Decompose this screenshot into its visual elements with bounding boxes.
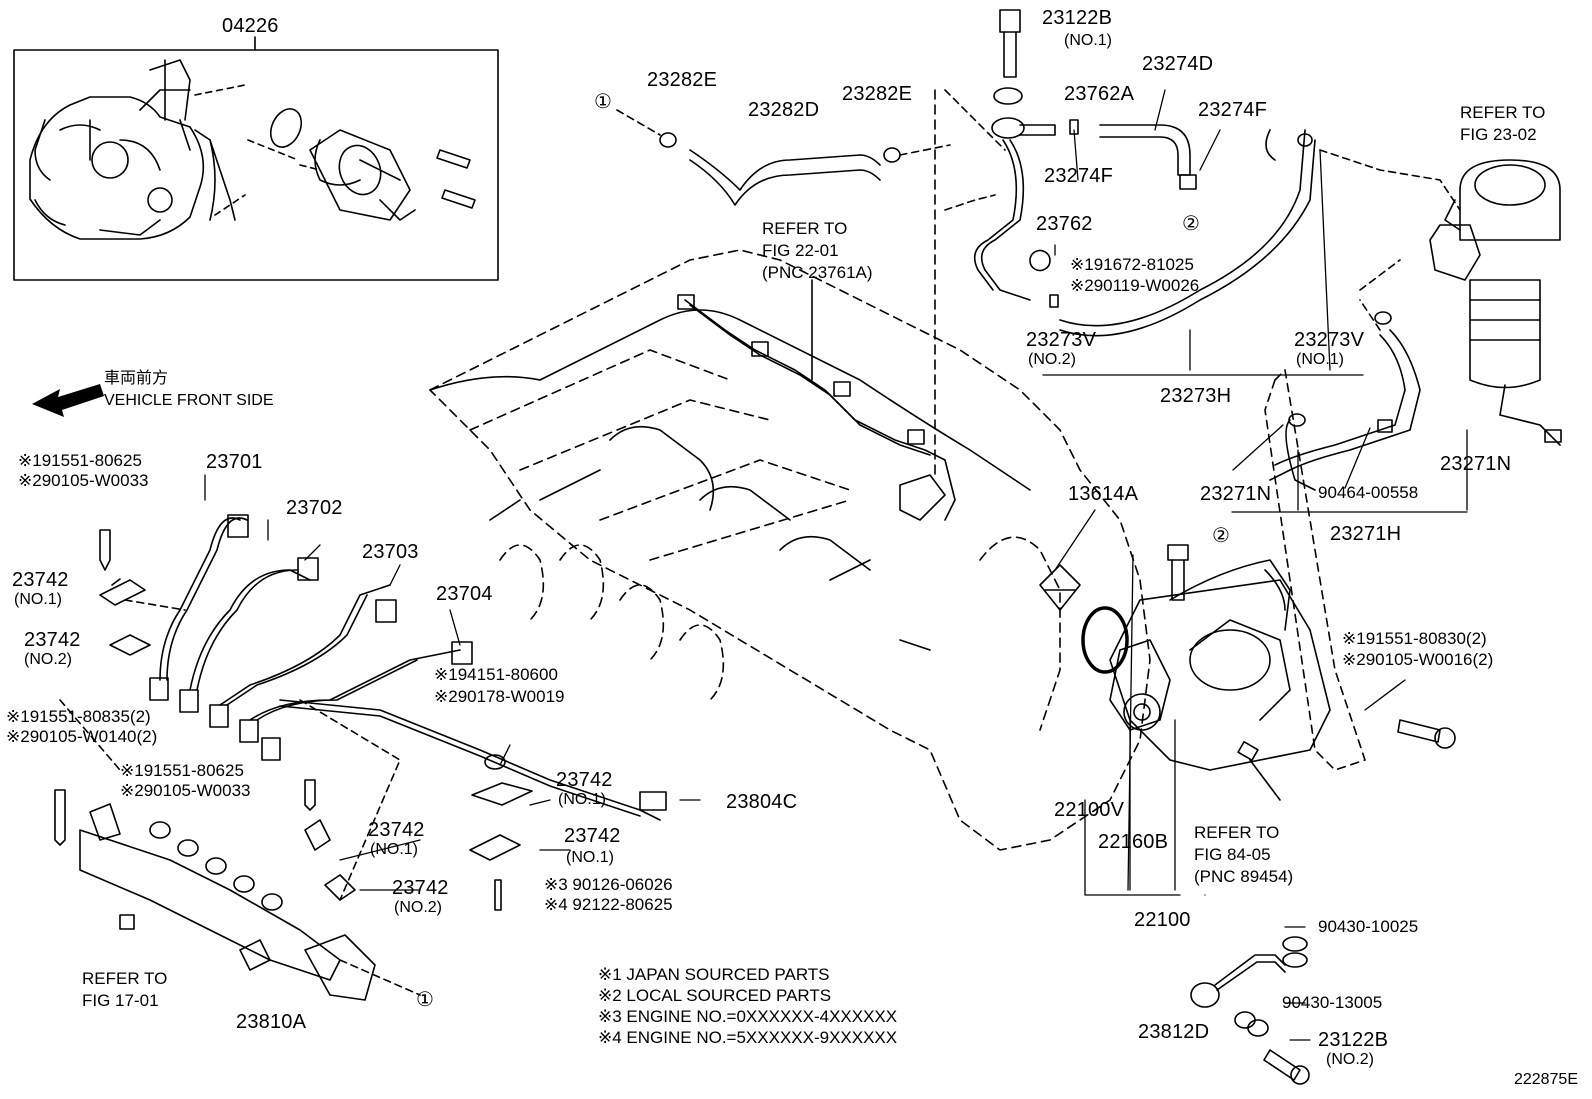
- hose-23271H-drawing: [1269, 259, 1421, 491]
- note-290105-W0033-top[interactable]: ※290105-W0033: [18, 471, 149, 490]
- callout-22100[interactable]: 22100: [1134, 909, 1191, 931]
- bolt-right-drawing: [1397, 719, 1456, 749]
- callout-90430-13005[interactable]: 90430-13005: [1282, 993, 1383, 1012]
- callout-23812D[interactable]: 23812D: [1138, 1021, 1210, 1043]
- clamps-drawing: [54, 529, 533, 911]
- callout-23703[interactable]: 23703: [362, 541, 419, 563]
- legend-item-4: ※4 ENGINE NO.=5XXXXXX-9XXXXXX: [598, 1028, 898, 1047]
- vehicle-front-arrow: [32, 384, 104, 417]
- supply-pump-drawing: [1039, 369, 1366, 801]
- note-290178-W0019[interactable]: ※290178-W0019: [434, 687, 565, 706]
- callout-22160B[interactable]: 22160B: [1098, 831, 1169, 853]
- callout-23122B-no2-sub: (NO.2): [1326, 1051, 1374, 1068]
- callout-23742-no1-b-sub: (NO.1): [558, 791, 606, 808]
- callout-23273H[interactable]: 23273H: [1160, 385, 1232, 407]
- engine-block-drawing: [429, 249, 1151, 851]
- callout-23701[interactable]: 23701: [206, 451, 263, 473]
- note-194151-80600[interactable]: ※194151-80600: [434, 665, 558, 684]
- callout-23122B-no2[interactable]: 23122B: [1318, 1029, 1389, 1051]
- note-191551-80625-mid[interactable]: ※191551-80625: [120, 761, 244, 780]
- hose-23273H-drawing: [1059, 129, 1461, 337]
- callout-23282E-left[interactable]: 23282E: [647, 69, 718, 91]
- callout-23742-no1-c[interactable]: 23742: [368, 819, 425, 841]
- callout-90464-00558[interactable]: 90464-00558: [1318, 483, 1419, 502]
- note-191551-80835[interactable]: ※191551-80835(2): [6, 707, 151, 726]
- ref-fig-84-05[interactable]: REFER TO FIG 84-05 (PNC 89454): [1194, 823, 1294, 886]
- note-191551-80625-top[interactable]: ※191551-80625: [18, 451, 142, 470]
- legend-item-1: ※1 JAPAN SOURCED PARTS: [598, 965, 830, 984]
- ref-fig-17-01[interactable]: REFER TO FIG 17-01: [82, 969, 168, 1010]
- callout-23762[interactable]: 23762: [1036, 213, 1093, 235]
- callout-23742-no1-d-sub: (NO.1): [566, 849, 614, 866]
- callout-23271N-right[interactable]: 23271N: [1440, 453, 1512, 475]
- callout-23742-no2-b[interactable]: 23742: [392, 877, 449, 899]
- callout-23274D[interactable]: 23274D: [1142, 53, 1214, 75]
- engine-covers-drawing: [429, 309, 1031, 651]
- inset-04226-drawing: [13, 36, 499, 281]
- fitting-23812D-drawing: [1190, 936, 1310, 1085]
- callout-23742-no1-d[interactable]: 23742: [564, 825, 621, 847]
- leader-lines: [204, 89, 1468, 1041]
- circle-ref-2-top: ②: [1182, 213, 1200, 235]
- callout-23742-no1-a[interactable]: 23742: [12, 569, 69, 591]
- hose-23282D-drawing: [616, 109, 951, 206]
- legend-item-2: ※2 LOCAL SOURCED PARTS: [598, 986, 832, 1005]
- circle-ref-1-rail: ①: [416, 989, 434, 1011]
- callout-23804C[interactable]: 23804C: [726, 791, 798, 813]
- legend-item-3: ※3 ENGINE NO.=0XXXXXX-4XXXXXX: [598, 1007, 898, 1026]
- callout-23122B-no1-sub: (NO.1): [1064, 32, 1112, 49]
- callout-23122B-no1[interactable]: 23122B: [1042, 7, 1113, 29]
- harness-23761A-drawing: [677, 89, 956, 521]
- callout-23273V-no1-sub: (NO.1): [1296, 351, 1344, 368]
- callout-90430-10025[interactable]: 90430-10025: [1318, 917, 1419, 936]
- note-290119-W0026[interactable]: ※290119-W0026: [1070, 276, 1200, 295]
- note-90126-06026[interactable]: ※3 90126-06026: [544, 875, 673, 894]
- callout-23742-no1-a-sub: (NO.1): [14, 591, 62, 608]
- callout-23273V-no2-sub: (NO.2): [1028, 351, 1076, 368]
- note-290105-W0140[interactable]: ※290105-W0140(2): [6, 727, 158, 746]
- callout-23742-no1-b[interactable]: 23742: [556, 769, 613, 791]
- pipe-23762-drawing: [944, 9, 1197, 308]
- callout-22100V[interactable]: 22100V: [1054, 799, 1125, 821]
- direction-jp: 車両前方: [104, 370, 169, 387]
- callout-23282E-right[interactable]: 23282E: [842, 83, 913, 105]
- callout-23273V-no2[interactable]: 23273V: [1026, 329, 1097, 351]
- callout-23273V-no1[interactable]: 23273V: [1294, 329, 1365, 351]
- callout-23742-no2-a-sub: (NO.2): [24, 651, 72, 668]
- callout-23742-no1-c-sub: (NO.1): [370, 841, 418, 858]
- legend: ※1 JAPAN SOURCED PARTS ※2 LOCAL SOURCED …: [598, 964, 897, 1048]
- callout-23742-no2-b-sub: (NO.2): [394, 899, 442, 916]
- circle-ref-2-pump: ②: [1212, 525, 1230, 547]
- note-290105-W0016[interactable]: ※290105-W0016(2): [1342, 650, 1494, 669]
- callout-13614A[interactable]: 13614A: [1068, 483, 1139, 505]
- callout-23274F-right[interactable]: 23274F: [1198, 99, 1268, 121]
- callout-23742-no2-a[interactable]: 23742: [24, 629, 81, 651]
- ref-fig-23-02[interactable]: REFER TO FIG 23-02: [1460, 103, 1546, 144]
- note-191551-80830[interactable]: ※191551-80830(2): [1342, 629, 1487, 648]
- ref-fig-22-01[interactable]: REFER TO FIG 22-01 (PNC 23761A): [762, 219, 873, 282]
- callout-23810A[interactable]: 23810A: [236, 1011, 307, 1033]
- callout-23282D[interactable]: 23282D: [748, 99, 820, 121]
- callout-23274F-left[interactable]: 23274F: [1044, 165, 1114, 187]
- common-rail-drawing: [79, 803, 421, 1001]
- callout-23704[interactable]: 23704: [436, 583, 493, 605]
- callout-23271N-left[interactable]: 23271N: [1200, 483, 1272, 505]
- direction-en: VEHICLE FRONT SIDE: [104, 392, 274, 409]
- fuel-filter-drawing: [1429, 159, 1562, 446]
- callout-04226[interactable]: 04226: [222, 15, 279, 37]
- figure-code: 222875E: [1513, 1071, 1578, 1088]
- callout-23271H[interactable]: 23271H: [1330, 523, 1402, 545]
- injection-pipes-drawing: [149, 514, 667, 821]
- note-290105-W0033-mid[interactable]: ※290105-W0033: [120, 781, 251, 800]
- callout-23702[interactable]: 23702: [286, 497, 343, 519]
- callout-23762A[interactable]: 23762A: [1064, 83, 1135, 105]
- note-191672-81025[interactable]: ※191672-81025: [1070, 255, 1194, 274]
- note-92122-80625[interactable]: ※4 92122-80625: [544, 895, 673, 914]
- circle-ref-1-top: ①: [594, 91, 612, 113]
